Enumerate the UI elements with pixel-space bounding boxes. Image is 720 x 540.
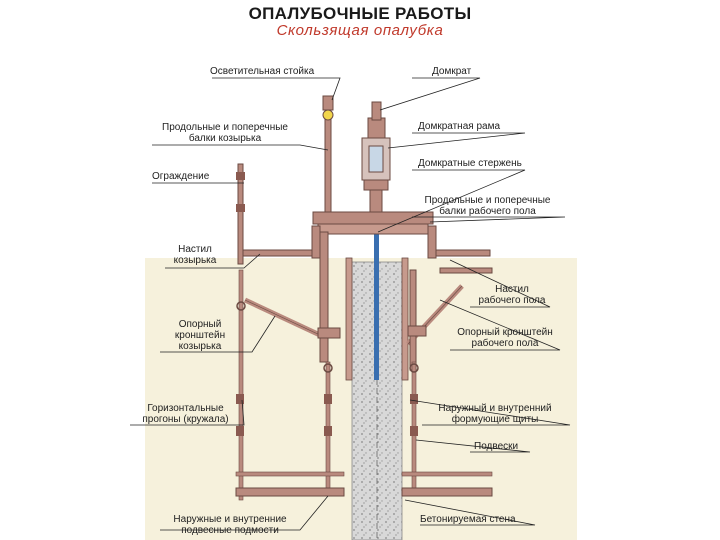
work-deck-lower (439, 267, 493, 274)
work-deck (433, 249, 491, 257)
label-jack: Домкрат (432, 66, 472, 77)
label-form-shields-2: формующие щиты (451, 414, 539, 425)
work-deck-link (427, 225, 437, 259)
label-fence: Ограждение (152, 171, 210, 182)
label-concrete-wall: Бетонируемая стена (420, 514, 516, 525)
label-jack-frame: Домкратная рама (418, 121, 501, 132)
label-canopy-beams-2: балки козырька (188, 133, 262, 144)
label-deck-beams-1: Продольные и поперечные (424, 195, 551, 206)
label-work-deck-1: Настил (495, 284, 529, 295)
outer-form-shield (345, 257, 353, 381)
waler-1 (324, 394, 332, 404)
jack-base (363, 179, 389, 191)
label-work-deck-2: рабочего пола (478, 295, 546, 306)
right-hanger-column (409, 269, 417, 371)
canopy-deck-link (311, 225, 321, 259)
waler-3 (236, 394, 244, 404)
label-deck-bracket-1: Опорный кронштейн (457, 327, 553, 338)
outer-scaffold (235, 487, 345, 497)
inner-scaffold (401, 487, 493, 497)
jack-neck (369, 189, 383, 213)
waler-5 (410, 394, 418, 404)
jack-rod (374, 120, 379, 380)
slide-title: ОПАЛУБОЧНЫЕ РАБОТЫ (248, 4, 472, 23)
label-scaffolds-2: подвесные подмости (181, 525, 279, 536)
lamp-cap (322, 95, 334, 111)
label-canopy-bracket-3: козырька (178, 341, 222, 352)
jack-cylinder (368, 145, 384, 173)
left-bracket-block (317, 327, 341, 339)
label-canopy-bracket-1: Опорный (178, 319, 222, 330)
right-hook-icon (409, 363, 419, 373)
label-deck-bracket-2: рабочего пола (471, 338, 539, 349)
left-hook-icon (323, 363, 333, 373)
inner-form-shield (401, 257, 409, 381)
label-canopy-deck-2: козырька (173, 255, 217, 266)
inner-scaffold-rail (401, 471, 493, 477)
jack-head (371, 101, 382, 121)
fence-knob-1 (236, 172, 245, 180)
waler-2 (324, 426, 332, 436)
canopy-bracket-outline (244, 299, 323, 337)
canopy-deck (239, 249, 313, 257)
slide-subtitle: Скользящая опалубка (276, 22, 444, 39)
label-canopy-beams-1: Продольные и поперечные (162, 122, 288, 133)
waler-6 (410, 426, 418, 436)
label-canopy-deck-1: Настил (178, 244, 212, 255)
fence-knob-2 (236, 204, 245, 212)
left-hanger-column (238, 269, 244, 501)
outer-scaffold-rail (235, 471, 345, 477)
label-deck-beams-2: балки рабочего пола (439, 206, 536, 217)
label-form-shields-1: Наружный и внутренний (438, 403, 552, 414)
label-canopy-bracket-2: кронштейн (174, 330, 226, 341)
deck-beam-underside (317, 223, 429, 235)
label-walers-2: прогоны (кружала) (142, 414, 229, 425)
label-scaffolds-1: Наружные и внутренние (173, 514, 287, 525)
label-light-post: Осветительная стойка (210, 66, 315, 77)
lamp-icon (322, 109, 334, 121)
label-hangers: Подвески (474, 441, 519, 452)
outer-hook-icon (236, 301, 246, 311)
jack-frame-top (367, 117, 386, 139)
leader-lines (130, 77, 571, 531)
waler-4 (236, 426, 244, 436)
right-bracket-block (407, 325, 427, 337)
label-walers-1: Горизонтальные (147, 403, 224, 414)
inner-left-column (319, 231, 329, 363)
label-jack-rods: Домкратные стержень (418, 158, 522, 169)
fence-post (237, 163, 244, 265)
